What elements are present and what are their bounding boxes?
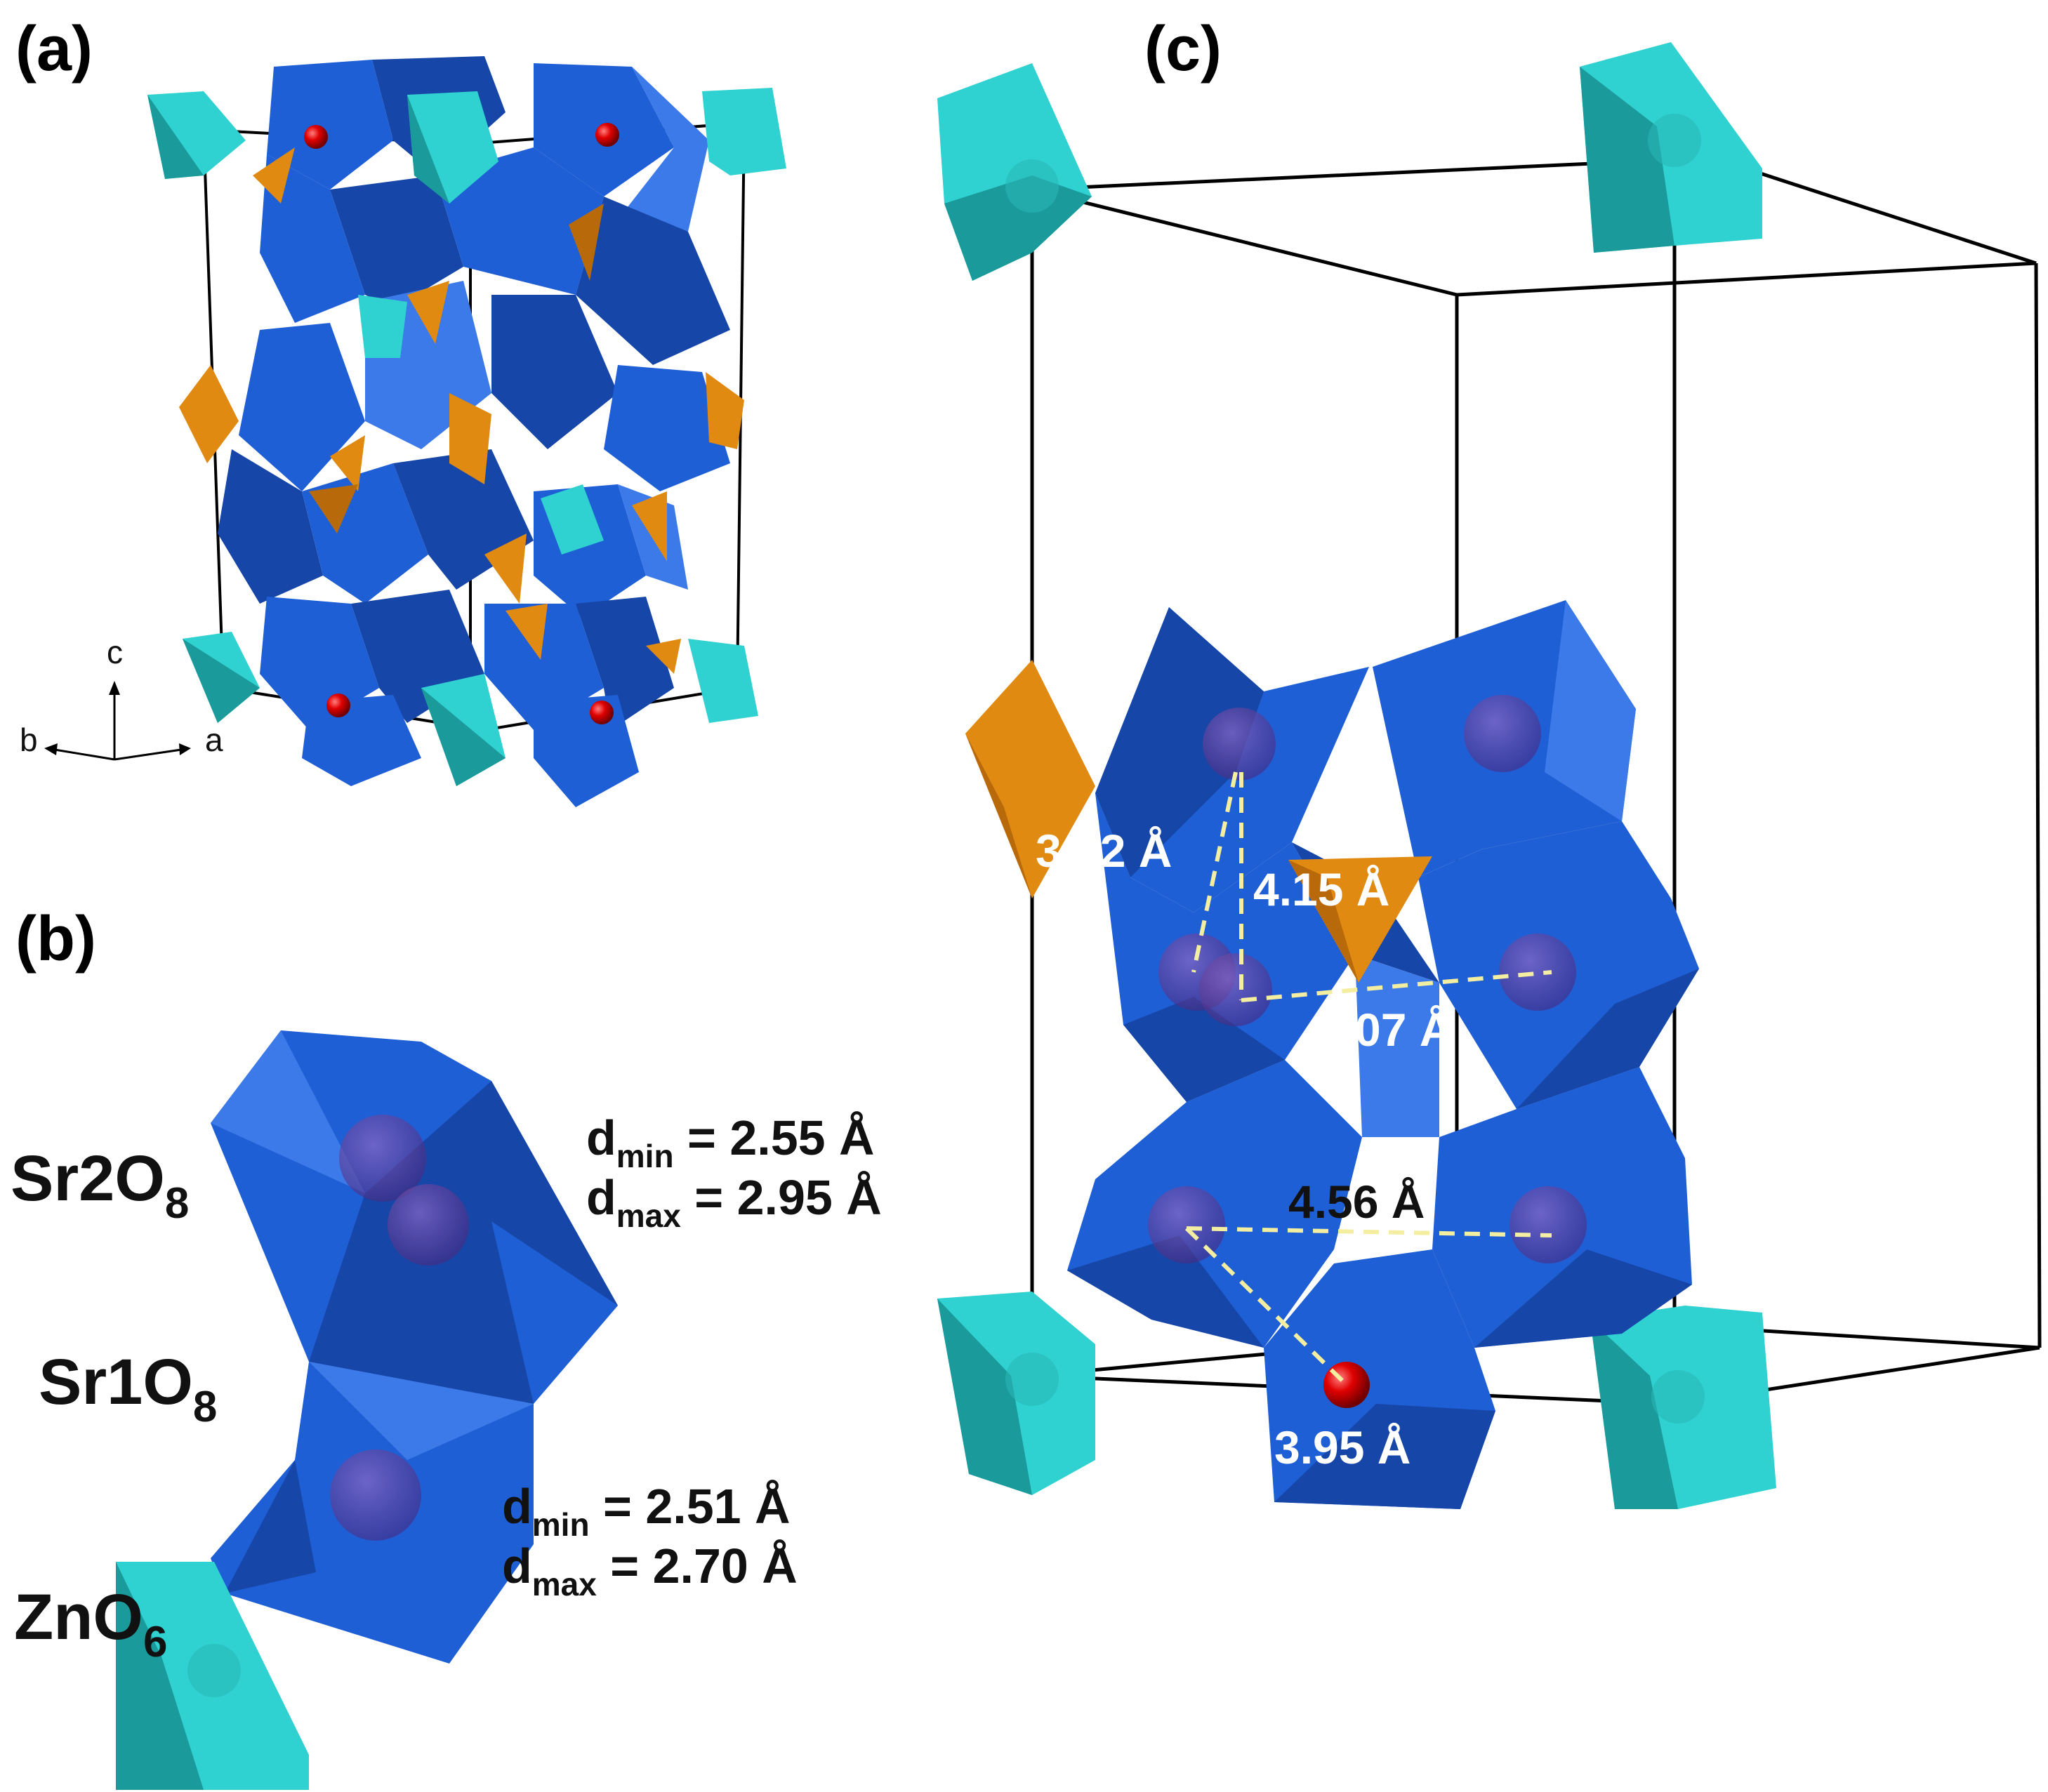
dmax-sub: max	[532, 1566, 597, 1602]
sr1-species-label: Sr1O8	[39, 1346, 217, 1431]
dmax-value: = 2.95 Å	[681, 1170, 882, 1225]
measurement-lines	[1184, 771, 1552, 1385]
panel-c: (c)	[937, 14, 2042, 1509]
zn-polyhedron	[116, 1562, 309, 1790]
measurement-label: 3.95 Å	[1274, 1421, 1411, 1473]
axis-label-c: c	[107, 634, 123, 670]
panel-a-sr-polyhedra	[218, 56, 730, 807]
dmax-symbol: d	[502, 1539, 532, 1593]
dmax-sub: max	[616, 1197, 681, 1234]
sr2-dmax: dmax = 2.95 Å	[586, 1170, 882, 1234]
sr2-dmin: dmin = 2.55 Å	[586, 1110, 875, 1174]
zn-atom	[1005, 1353, 1059, 1406]
sr-atom	[1509, 1186, 1587, 1263]
dmax-symbol: d	[586, 1170, 616, 1225]
axis-indicator	[44, 681, 191, 761]
sr1-base: Sr1O	[39, 1346, 193, 1418]
zn-species-label: ZnO6	[14, 1581, 167, 1666]
sr2-base: Sr2O	[11, 1143, 165, 1214]
red-atom	[326, 693, 350, 717]
panel-c-label: (c)	[1144, 14, 1222, 84]
red-atom	[1323, 1362, 1370, 1408]
panel-c-p-tetrahedra	[965, 660, 1432, 983]
red-atom	[590, 701, 614, 724]
panel-c-zn-octahedra	[937, 42, 1776, 1509]
sr2-species-label: Sr2O8	[11, 1143, 189, 1228]
sr-atom	[1199, 953, 1272, 1026]
panel-b: (b) Sr2O8 Sr1O8	[11, 904, 882, 1790]
axis-label-a: a	[205, 722, 223, 758]
measurement-label: 4.15 Å	[1253, 863, 1389, 915]
panel-a-red-atoms	[304, 123, 619, 724]
sr-atom	[1499, 934, 1576, 1011]
sr2-atom	[339, 1115, 426, 1202]
zn-sub: 6	[143, 1618, 167, 1666]
dmax-value: = 2.70 Å	[597, 1539, 798, 1593]
dmin-sub: min	[532, 1506, 590, 1543]
red-atom	[304, 125, 328, 149]
zn-base: ZnO	[14, 1581, 143, 1653]
dmin-symbol: d	[502, 1479, 532, 1534]
panel-c-sr-atoms	[1148, 695, 1587, 1263]
sr-atom	[1464, 695, 1541, 772]
measurement-label: 3.92 Å	[1036, 825, 1172, 877]
axis-label-b: b	[20, 722, 38, 758]
zn-atom	[1648, 114, 1701, 167]
zn-atom	[1005, 159, 1059, 213]
sr-atom	[1203, 708, 1276, 781]
sr2-atom-back	[388, 1184, 469, 1266]
sr2-polyhedron	[211, 1030, 618, 1404]
measurement-label: 4.56 Å	[1288, 1176, 1425, 1228]
dmin-sub: min	[616, 1138, 674, 1174]
sr1-sub: 8	[193, 1383, 217, 1431]
measurement-label: 4.07 Å	[1316, 1004, 1453, 1056]
zn-atom	[187, 1644, 241, 1697]
sr-atom	[1148, 1186, 1225, 1263]
zn-atom	[1651, 1370, 1705, 1423]
dmin-symbol: d	[586, 1110, 616, 1165]
panel-a-p-tetrahedra	[179, 147, 744, 674]
panel-a-label: (a)	[15, 14, 93, 84]
sr1-polyhedron	[211, 1362, 534, 1664]
panel-b-label: (b)	[15, 904, 96, 974]
red-atom	[595, 123, 619, 147]
sr1-atom	[330, 1449, 421, 1541]
dmin-value: = 2.55 Å	[674, 1110, 875, 1165]
sr1-dmax: dmax = 2.70 Å	[502, 1539, 798, 1602]
sr1-dmin: dmin = 2.51 Å	[502, 1479, 791, 1543]
panel-a-zn-octahedra	[147, 88, 786, 786]
dmin-value: = 2.51 Å	[590, 1479, 791, 1534]
panel-a: (a)	[15, 14, 786, 807]
sr2-sub: 8	[165, 1179, 189, 1228]
